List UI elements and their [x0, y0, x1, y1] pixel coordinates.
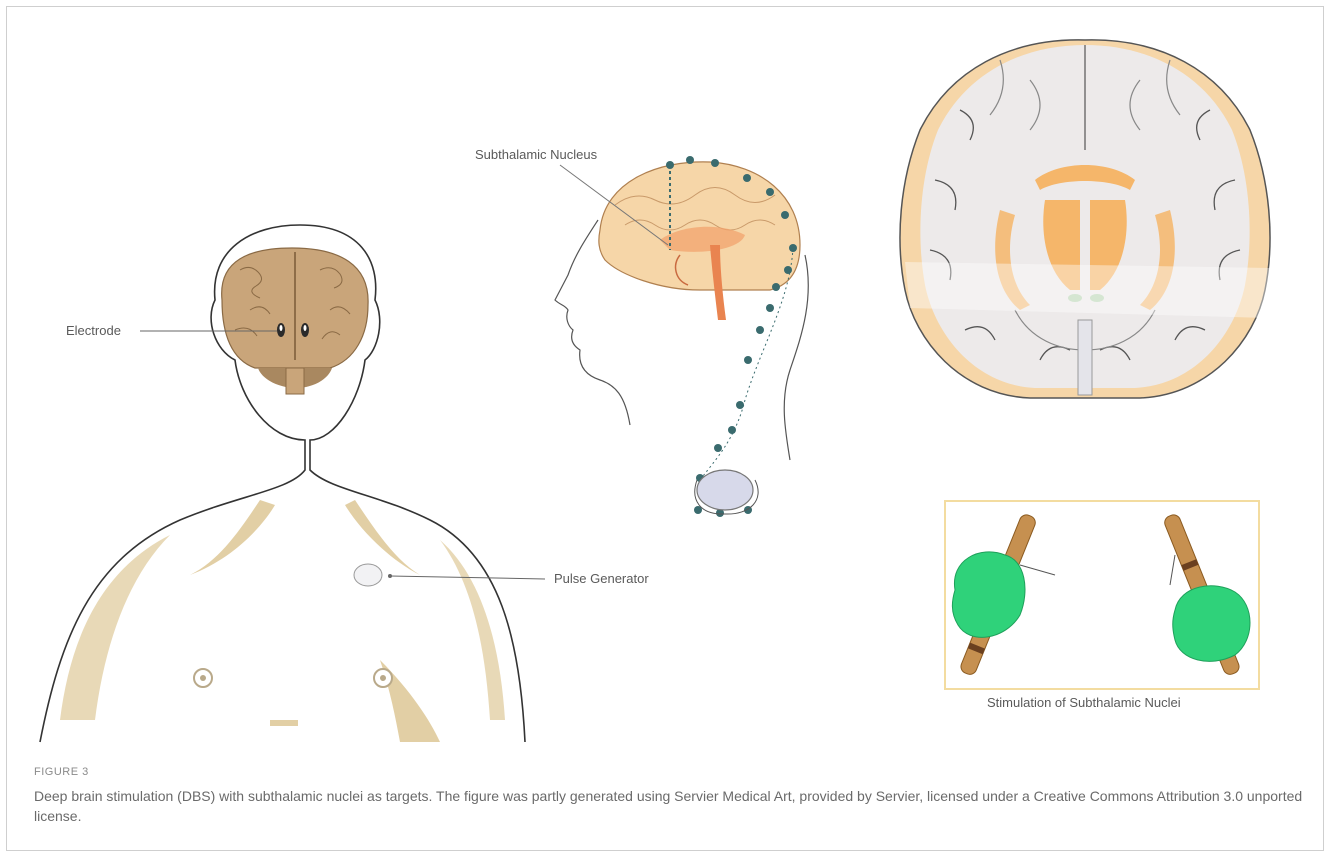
- torso-figure: [40, 225, 545, 742]
- figure-caption: Deep brain stimulation (DBS) with subtha…: [34, 786, 1304, 826]
- pulse-generator-label: Pulse Generator: [554, 571, 649, 586]
- coronal-brain-section: [900, 40, 1270, 398]
- electrode-label: Electrode: [66, 323, 121, 338]
- stn-image-frame: [944, 500, 1260, 690]
- figure-label: FIGURE 3: [34, 766, 89, 778]
- stimulation-label: Stimulation of Subthalamic Nuclei: [987, 695, 1181, 710]
- subthalamic-nucleus-label: Subthalamic Nucleus: [475, 147, 597, 162]
- sagittal-head-view: [555, 156, 808, 517]
